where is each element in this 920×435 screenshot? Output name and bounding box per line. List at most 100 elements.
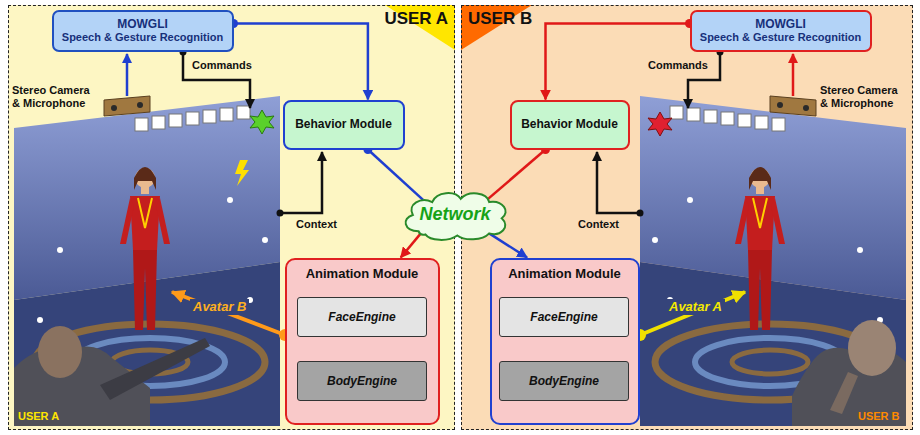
- stereo-camera: [111, 105, 117, 111]
- avatar-label: Avatar B: [190, 299, 249, 315]
- avatar-figure: [735, 167, 785, 330]
- virtual-room: [640, 262, 906, 426]
- avatar-figure: [120, 198, 134, 244]
- virtual-room: [687, 197, 693, 203]
- engine-box: FaceEngine: [297, 297, 427, 337]
- avatar-figure: [130, 196, 160, 250]
- box-title: MOWGLI: [755, 17, 806, 31]
- cloud-outline: [406, 193, 506, 240]
- avatar-figure: [753, 198, 767, 228]
- icon-row: [687, 108, 700, 121]
- user-photo-label: USER B: [858, 410, 900, 423]
- icon-row: [772, 118, 785, 131]
- container-title: Animation Module: [306, 266, 419, 282]
- icon-row: [755, 116, 768, 129]
- virtual-room: [37, 317, 43, 323]
- stereo-camera: [803, 105, 809, 111]
- icon-row: [738, 114, 751, 127]
- icon-row: [670, 106, 683, 119]
- panel-heading: USER B: [468, 9, 532, 29]
- icon-row: [186, 112, 199, 125]
- stereo-camera: [104, 96, 150, 116]
- virtual-room: [262, 237, 268, 243]
- camera-wire: [126, 54, 129, 96]
- box-title: BodyEngine: [327, 374, 397, 388]
- splat-icon: [250, 110, 274, 134]
- avatar-figure: [133, 250, 157, 330]
- module-box: Behavior Module: [510, 100, 630, 150]
- virtual-room: [227, 197, 233, 203]
- panel-ground: [461, 5, 913, 430]
- icon-row: [203, 110, 216, 123]
- box-title: BodyEngine: [529, 374, 599, 388]
- engine-box: BodyEngine: [297, 361, 427, 401]
- avatar-figure: [120, 167, 170, 330]
- data-flow-connector: [368, 150, 423, 200]
- box-subtitle: Speech & Gesture Recognition: [62, 31, 223, 44]
- engine-box: BodyEngine: [499, 361, 629, 401]
- user-photo: [38, 326, 82, 378]
- icon-row: [721, 112, 734, 125]
- wire-label: Commands: [648, 59, 708, 72]
- user-photo: [830, 372, 858, 414]
- icon-row: [670, 106, 785, 131]
- stereo-camera: [770, 96, 816, 116]
- user-photo: [792, 320, 906, 426]
- data-flow-connector: [401, 233, 421, 257]
- context-wire: [280, 152, 322, 213]
- context-wire: [597, 152, 640, 213]
- camera-wire: [792, 54, 795, 96]
- icon-row: [135, 118, 148, 131]
- stereo-camera: [770, 96, 816, 116]
- corner-triangle: [461, 5, 532, 50]
- stereo-camera: [777, 102, 783, 108]
- recognition-box: MOWGLISpeech & Gesture Recognition: [52, 10, 234, 52]
- icon-row: [152, 116, 165, 129]
- wire-label: Commands: [192, 59, 252, 72]
- corner-triangle: [385, 5, 455, 50]
- icon-row: [135, 106, 250, 131]
- avatar-figure: [138, 198, 152, 228]
- module-container: Animation ModuleFaceEngineBodyEngine: [285, 258, 440, 425]
- avatar-figure: [745, 196, 775, 250]
- wire-label: Context: [296, 218, 337, 231]
- module-box: Behavior Module: [283, 100, 405, 150]
- network-cloud: Network: [398, 188, 512, 242]
- box-title: FaceEngine: [328, 310, 395, 324]
- avatar-figure: [748, 250, 772, 330]
- icon-row: [169, 114, 182, 127]
- splat-icon: [648, 112, 672, 136]
- box-title: FaceEngine: [530, 310, 597, 324]
- icon-row: [237, 106, 250, 119]
- panel-ground: [8, 5, 455, 430]
- user-photo: [14, 326, 210, 426]
- avatar-figure: [141, 186, 149, 194]
- user-photo-label: USER A: [18, 410, 59, 423]
- virtual-room: [640, 96, 906, 426]
- avatar-figure: [735, 198, 749, 244]
- device-label: Stereo Camera & Microphone: [12, 84, 98, 110]
- recognition-box: MOWGLISpeech & Gesture Recognition: [690, 10, 872, 52]
- data-flow-connector: [487, 150, 546, 200]
- icon-row: [220, 108, 233, 121]
- container-title: Animation Module: [508, 266, 621, 282]
- avatar-wire: [172, 292, 285, 335]
- avatar-figure: [156, 198, 170, 244]
- virtual-room: [57, 247, 63, 253]
- avatar-figure: [771, 198, 785, 244]
- virtual-room: [652, 237, 658, 243]
- virtual-room: [857, 247, 863, 253]
- stereo-camera: [104, 96, 150, 116]
- user-photo: [848, 320, 896, 376]
- module-container: Animation ModuleFaceEngineBodyEngine: [490, 258, 640, 425]
- stereo-camera: [137, 102, 143, 108]
- virtual-room: [732, 350, 808, 374]
- box-subtitle: Speech & Gesture Recognition: [700, 31, 861, 44]
- panel-heading: USER A: [384, 9, 448, 29]
- user-photo: [100, 338, 210, 400]
- box-title: Behavior Module: [521, 117, 618, 131]
- data-flow-connector: [234, 24, 368, 100]
- lightning-icon: [235, 160, 249, 186]
- box-title: Behavior Module: [295, 117, 392, 131]
